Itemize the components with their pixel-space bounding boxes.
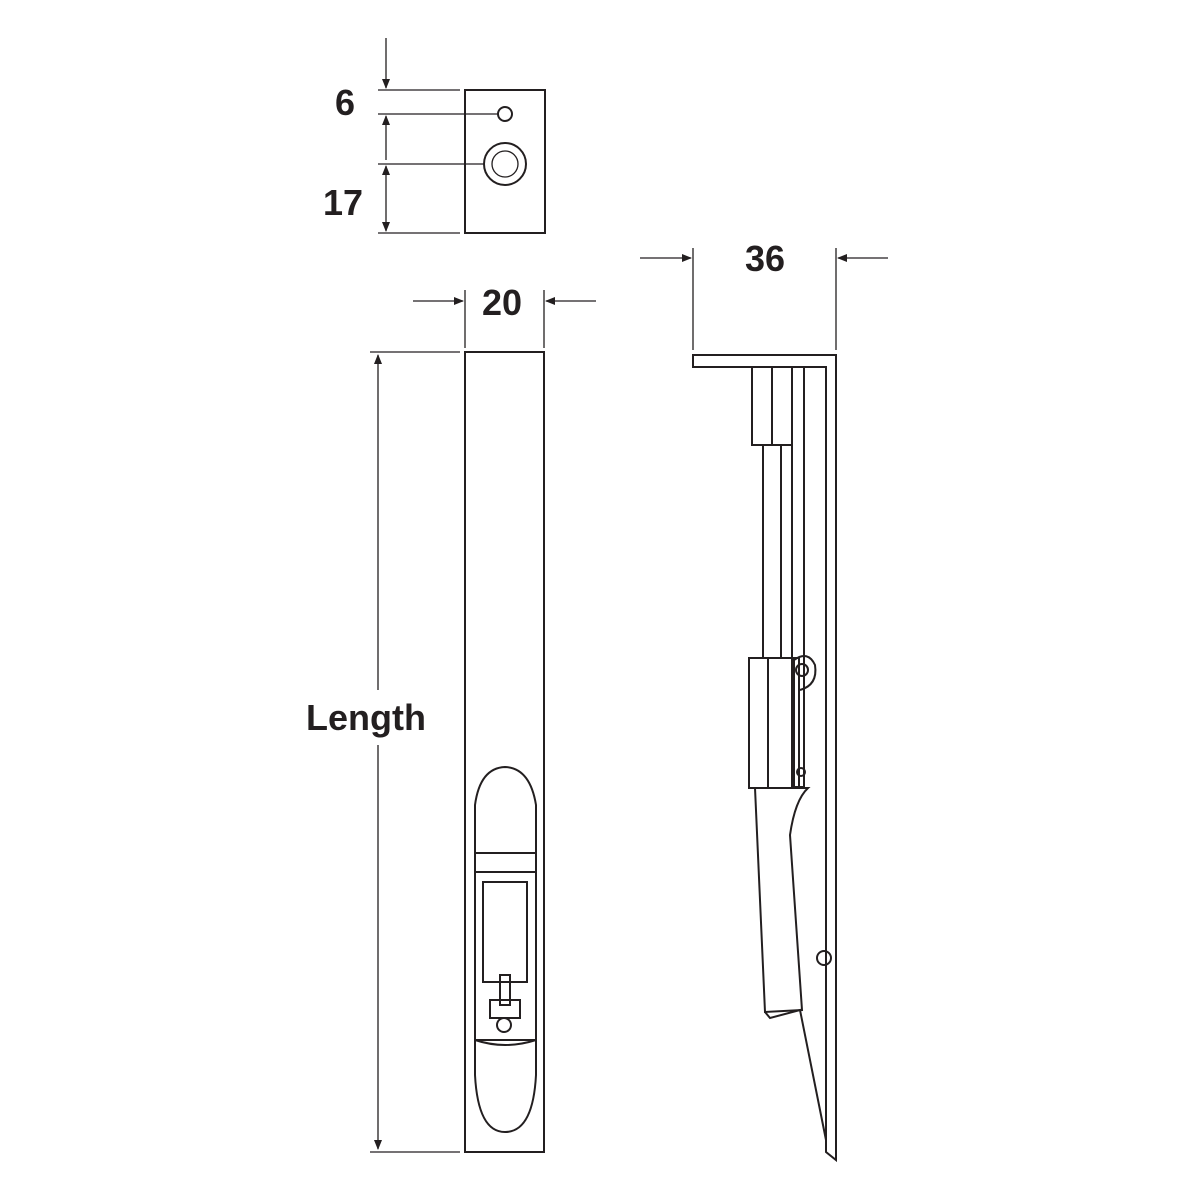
lever-pivot-screw <box>496 1017 512 1033</box>
dim-17-label: 17 <box>323 182 363 223</box>
keep-large-hole-outer <box>483 142 527 186</box>
dim-6-label: 6 <box>335 82 355 123</box>
keep-small-hole <box>497 106 513 122</box>
length-label-backdrop <box>300 690 450 745</box>
keep-plate-outline <box>464 89 546 234</box>
lever-pivot-block <box>489 999 521 1019</box>
dim-20-label: 20 <box>482 282 522 323</box>
lever-recess-lower <box>474 1040 537 1134</box>
lever-slot <box>482 881 528 983</box>
front-view: 20 Length <box>300 282 596 1153</box>
side-spring-pin <box>796 767 806 777</box>
dim-length-label: Length <box>306 697 426 738</box>
side-flange <box>692 354 837 1163</box>
dim-36-label: 36 <box>745 238 785 279</box>
keep-large-hole-inner <box>491 150 519 178</box>
keep-plate-view: 6 17 <box>323 38 546 234</box>
side-lever-tail <box>764 1008 827 1141</box>
lever-recess-outline <box>474 765 537 865</box>
lever-body <box>474 852 537 1041</box>
lever-tab <box>499 974 511 1006</box>
lever-base <box>474 1039 537 1046</box>
side-pivot-lug <box>793 655 817 691</box>
bolt-carrier-inner <box>767 657 795 789</box>
side-lower-screw <box>816 950 832 966</box>
side-view: 36 <box>640 238 888 1163</box>
bolt-rod <box>762 444 782 659</box>
face-plate-outline <box>464 351 545 1153</box>
side-pivot-hole <box>795 663 809 677</box>
side-lever <box>753 787 811 1014</box>
